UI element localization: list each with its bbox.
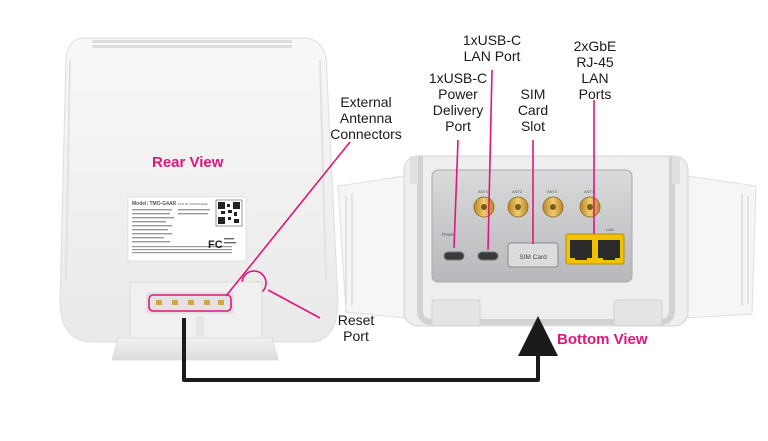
- rj45-callout: 2xGbE RJ-45 LAN Ports: [573, 38, 617, 102]
- ant-label-2: ANT2: [512, 189, 523, 194]
- fc-mark: FC: [208, 239, 223, 251]
- rear-antenna-highlight: [148, 294, 232, 312]
- ant-label-1: ANT1: [478, 189, 489, 194]
- antenna-callout-line: [225, 141, 351, 297]
- bottom-view-title: Bottom View: [557, 331, 648, 348]
- rj45-ports: [565, 233, 625, 265]
- qr-code: [215, 199, 243, 227]
- callout-lines: [225, 69, 595, 319]
- view-transition-arrow: [182, 316, 558, 382]
- rear-side-vents: [65, 59, 327, 281]
- sim-slot-callout: SIM Card Slot: [517, 86, 549, 134]
- usb-lan-callout-line: [487, 69, 493, 251]
- rear-top-vent: [92, 40, 292, 48]
- lan-port-label: LAN: [606, 227, 614, 232]
- label-model-text: Model: TMO-G4AR: [132, 201, 177, 207]
- ant-label-3: ANT3: [547, 189, 558, 194]
- usb-power-callout-line: [453, 139, 459, 249]
- external-antenna-callout: External Antenna Connectors: [330, 94, 402, 142]
- rear-view-device: Model: TMO-G4AR FCC ID: 2AAXPG4AR: [59, 37, 339, 361]
- rear-antenna-connectors: [156, 300, 224, 305]
- reset-port-callout: Reset Port: [337, 312, 375, 344]
- rear-view-title: Rear View: [152, 154, 224, 171]
- ant-label-4: ANT4: [584, 189, 595, 194]
- label-fcc-text: FCC ID: 2AAXPG4AR: [178, 202, 208, 206]
- product-label: Model: TMO-G4AR FCC ID: 2AAXPG4AR: [127, 196, 247, 262]
- reset-callout-line: [267, 289, 321, 319]
- usb-c-lan-port: [477, 251, 499, 261]
- rear-stand: [111, 281, 279, 361]
- usb-c-power-port: [443, 251, 465, 261]
- usb-lan-callout: 1xUSB-C LAN Port: [462, 32, 522, 64]
- usb-power-callout: 1xUSB-C Power Delivery Port: [428, 70, 488, 134]
- bottom-view-device: ANT1 ANT2 ANT3 ANT4 Power SIM Card LAN: [337, 155, 757, 327]
- sim-card-text: SIM Card: [519, 254, 547, 261]
- power-port-label: Power: [442, 232, 455, 237]
